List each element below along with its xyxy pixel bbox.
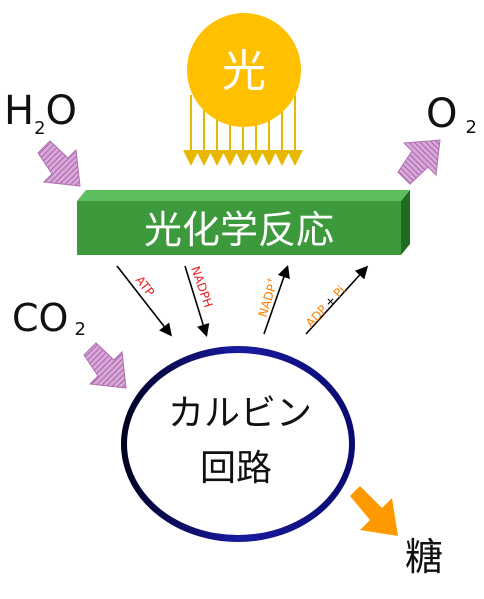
energy-arrows — [116, 264, 369, 338]
nadp-arrow — [263, 264, 290, 335]
calvin-cycle-ring — [121, 346, 355, 542]
reaction-box-label: 光化学反応 — [144, 208, 334, 252]
atp-label: ATP — [133, 273, 157, 299]
oxygen-arrow-icon — [397, 139, 441, 185]
reaction-box-top — [77, 190, 410, 201]
reaction-box-side — [401, 190, 410, 255]
water-arrow-icon — [37, 140, 81, 187]
sun: 光 — [183, 13, 303, 166]
calvin-cycle-label-line1: カルビン — [168, 393, 312, 434]
sun-label: 光 — [222, 46, 266, 97]
sugar-output: 糖 — [350, 486, 443, 579]
water-formula: H2O — [4, 88, 77, 139]
co2-arrow-icon — [83, 342, 127, 389]
nadph-arrow — [184, 265, 210, 338]
sugar-arrow-icon — [350, 486, 398, 536]
calvin-cycle: カルビン 回路 — [121, 346, 355, 542]
sun-disc — [187, 13, 301, 127]
sugar-label: 糖 — [405, 535, 443, 579]
atp-arrow — [116, 265, 172, 337]
calvin-cycle-label-line2: 回路 — [200, 448, 272, 489]
reaction-box: 光化学反応 — [77, 190, 410, 255]
adp-pi-label: ADP+Pi — [303, 283, 348, 330]
reaction-box-front — [77, 201, 401, 255]
adp-pi-arrow — [305, 265, 369, 335]
water-input: H2O — [4, 88, 81, 187]
